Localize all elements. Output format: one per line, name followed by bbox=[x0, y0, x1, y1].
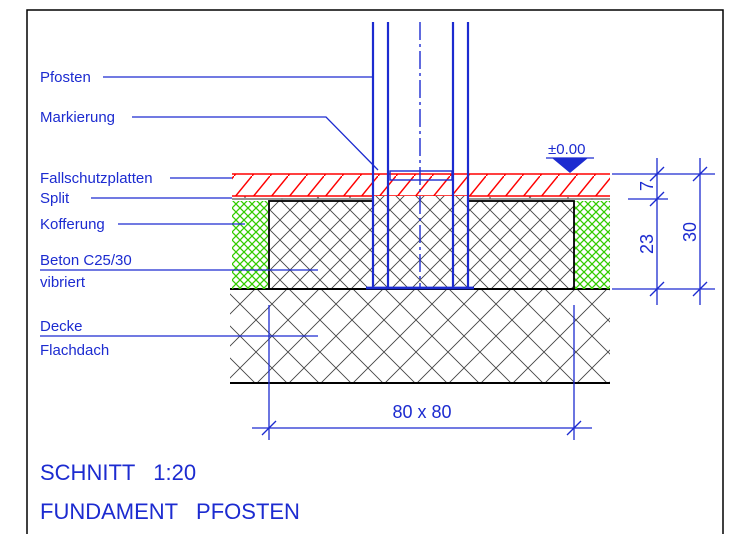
dimension-fallschutz-text: 7 bbox=[637, 181, 657, 191]
label-markierung: Markierung bbox=[40, 109, 115, 126]
label-split: Split bbox=[40, 190, 70, 207]
label-flachdach: Flachdach bbox=[40, 342, 109, 359]
level-triangle-icon bbox=[552, 158, 588, 173]
pfosten-post bbox=[366, 22, 474, 290]
dimension-width bbox=[252, 305, 592, 440]
fallschutz-layer bbox=[232, 173, 610, 197]
drawing-frame bbox=[26, 9, 724, 534]
label-decke: Decke bbox=[40, 318, 83, 335]
label-beton: Beton C25/30 bbox=[40, 252, 132, 269]
level-text: ±0.00 bbox=[548, 141, 585, 158]
title-schnitt: SCHNITT 1:20 bbox=[40, 460, 196, 485]
kofferung-layer bbox=[232, 201, 610, 289]
label-fallschutzplatten: Fallschutzplatten bbox=[40, 170, 153, 187]
dimension-vertical bbox=[612, 158, 715, 305]
title-fundament: FUNDAMENT PFOSTEN bbox=[40, 499, 300, 524]
dimension-total-text: 30 bbox=[680, 222, 700, 242]
label-beton-vibriert: vibriert bbox=[40, 274, 86, 291]
label-pfosten: Pfosten bbox=[40, 69, 91, 86]
dimension-width-text: 80 x 80 bbox=[392, 402, 451, 422]
leader-lines bbox=[40, 76, 379, 337]
level-marker: ±0.00 bbox=[546, 141, 594, 173]
decke-layer bbox=[230, 288, 610, 384]
label-kofferung: Kofferung bbox=[40, 216, 105, 233]
dimension-beton-text: 23 bbox=[637, 234, 657, 254]
